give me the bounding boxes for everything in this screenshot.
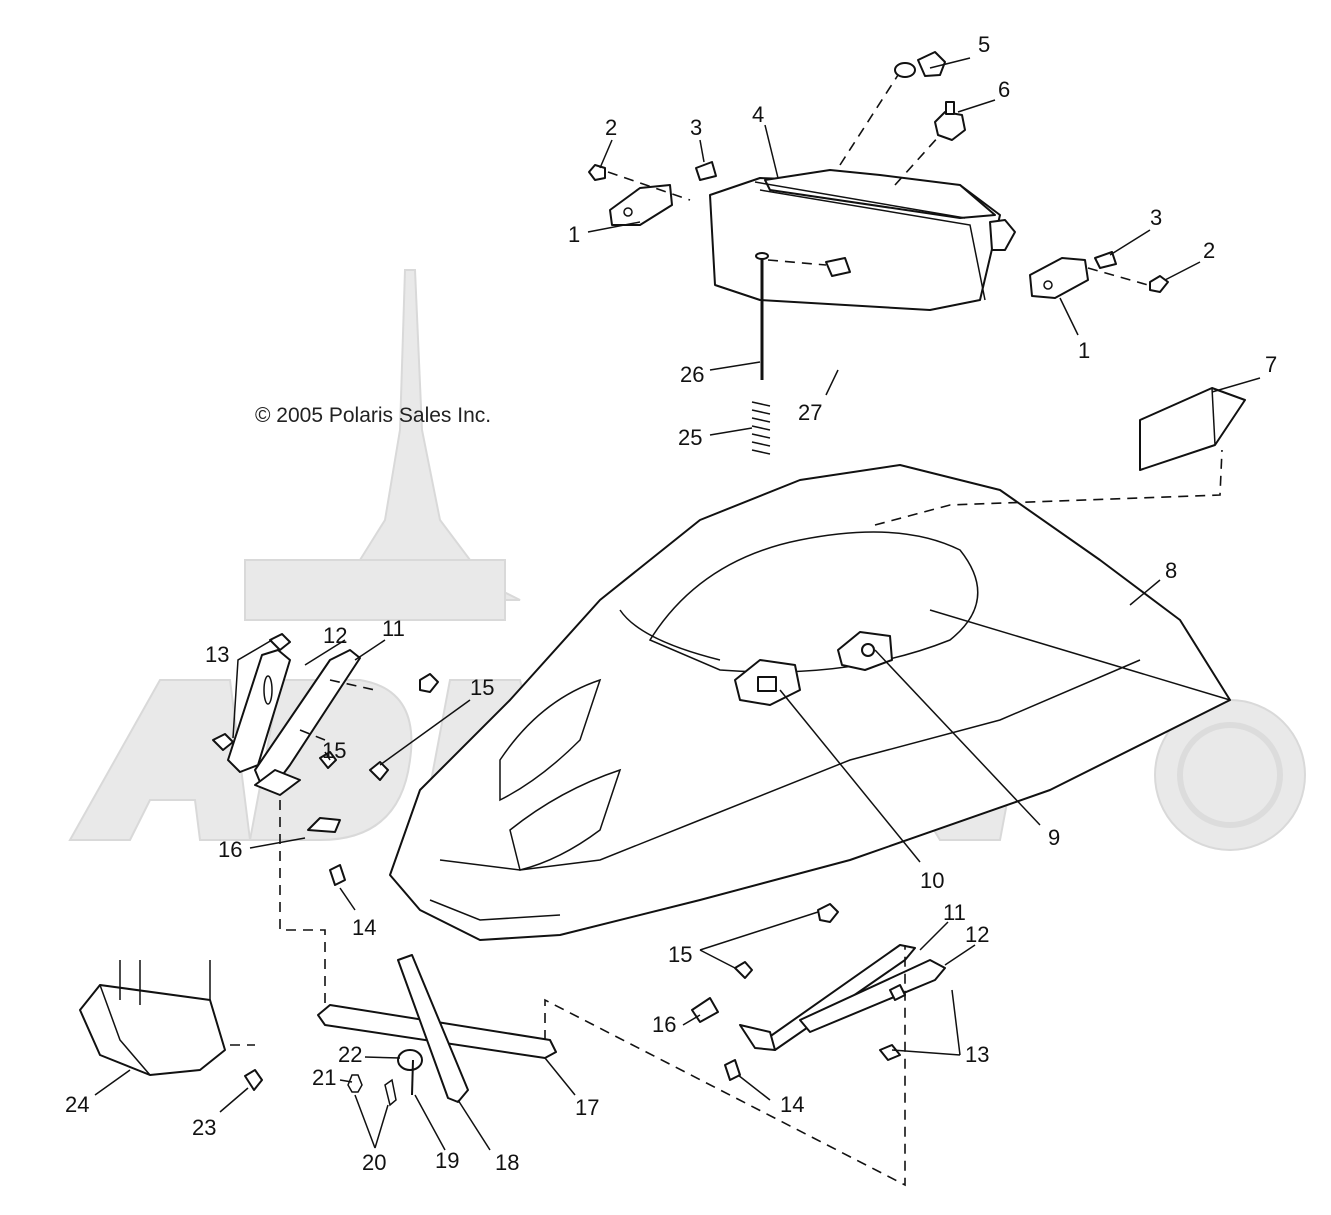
callout-4: 4 — [752, 102, 764, 127]
callout-9: 9 — [1048, 825, 1060, 850]
callout-1-left: 1 — [568, 222, 580, 247]
callout-22: 22 — [338, 1042, 362, 1067]
side-panel-7 — [1139, 387, 1246, 471]
callout-12-right: 12 — [965, 922, 989, 947]
callout-1-right: 1 — [1078, 338, 1090, 363]
headlight-bracket-right — [1029, 251, 1169, 299]
headlight-assembly — [709, 169, 1016, 311]
callout-3-left: 3 — [690, 115, 702, 140]
callout-15-right: 15 — [668, 942, 692, 967]
callout-5: 5 — [978, 32, 990, 57]
lower-bracket-assembly — [317, 954, 557, 1107]
callout-7: 7 — [1265, 352, 1277, 377]
callout-10: 10 — [920, 868, 944, 893]
callout-6: 6 — [998, 77, 1010, 102]
callout-24: 24 — [65, 1092, 89, 1117]
callout-15-left-lower: 15 — [322, 738, 346, 763]
callout-3-right: 3 — [1150, 205, 1162, 230]
callout-23: 23 — [192, 1115, 216, 1140]
headlight-bracket-left — [588, 161, 717, 226]
copyright-notice: © 2005 Polaris Sales Inc. — [255, 404, 491, 427]
hinge-left — [212, 633, 439, 886]
callout-13-left: 13 — [205, 642, 229, 667]
callout-26: 26 — [680, 362, 704, 387]
callout-21: 21 — [312, 1065, 336, 1090]
callout-16-right: 16 — [652, 1012, 676, 1037]
callout-2-right: 2 — [1203, 238, 1215, 263]
callout-20: 20 — [362, 1150, 386, 1175]
callout-leaders — [94, 57, 1261, 1151]
lower-cover-24 — [79, 960, 263, 1091]
hinge-right — [691, 903, 946, 1081]
callout-14-left: 14 — [352, 915, 376, 940]
callout-25: 25 — [678, 425, 702, 450]
callout-14-right: 14 — [780, 1092, 804, 1117]
callout-2-left: 2 — [605, 115, 617, 140]
callout-16-left: 16 — [218, 837, 242, 862]
socket-6 — [934, 101, 966, 141]
callout-11-left: 11 — [382, 616, 405, 641]
callout-labels: 1 1 2 2 3 3 4 5 6 7 8 9 10 11 11 12 12 1… — [65, 32, 1277, 1175]
hood-8 — [389, 464, 1231, 941]
callout-15-left-upper: 15 — [470, 675, 494, 700]
bulb-5 — [894, 51, 946, 78]
callout-19: 19 — [435, 1148, 459, 1173]
callout-13-right: 13 — [965, 1042, 989, 1067]
callout-8: 8 — [1165, 558, 1177, 583]
callout-11-right: 11 — [943, 900, 966, 925]
dashed-connectors — [230, 74, 1223, 1187]
callout-18: 18 — [495, 1150, 519, 1175]
callout-12-left: 12 — [323, 623, 347, 648]
adjuster-hardware — [751, 252, 851, 455]
callout-27: 27 — [798, 400, 822, 425]
hood-fastener-9 — [837, 631, 893, 671]
callout-17: 17 — [575, 1095, 599, 1120]
